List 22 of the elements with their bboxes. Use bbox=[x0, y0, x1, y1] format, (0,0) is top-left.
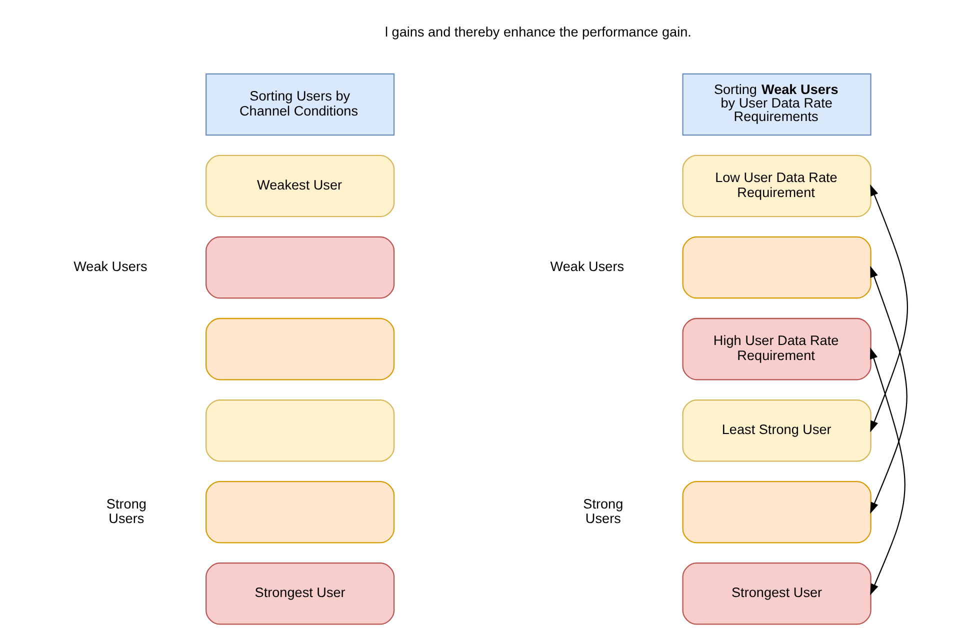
node-box bbox=[682, 481, 872, 544]
node-box: Strongest User bbox=[206, 562, 395, 625]
arrow bbox=[870, 266, 908, 514]
node-box bbox=[206, 236, 395, 299]
node-box bbox=[206, 399, 395, 462]
node-box: Strongest User bbox=[682, 562, 872, 625]
node-box: High User Data Rate Requirement bbox=[682, 318, 872, 380]
node-box: Sorting Weak Users by User Data Rate Requirements bbox=[682, 73, 872, 136]
arrow bbox=[870, 347, 906, 596]
arrow bbox=[870, 184, 908, 432]
label: Strong Users bbox=[583, 496, 624, 526]
label: Strong Users bbox=[106, 496, 146, 526]
label: Weak Users bbox=[74, 259, 148, 274]
label: Weak Users bbox=[550, 259, 624, 274]
label: l gains and thereby enhance the performance gain. bbox=[384, 24, 692, 40]
node-box: Weakest User bbox=[206, 154, 395, 218]
node-box bbox=[206, 481, 395, 544]
node-box bbox=[206, 318, 395, 380]
node-box: Sorting Users by Channel Conditions bbox=[206, 73, 395, 136]
node-box: Low User Data Rate Requirement bbox=[682, 154, 872, 218]
node-box bbox=[682, 236, 872, 299]
node-box: Least Strong User bbox=[682, 399, 872, 462]
